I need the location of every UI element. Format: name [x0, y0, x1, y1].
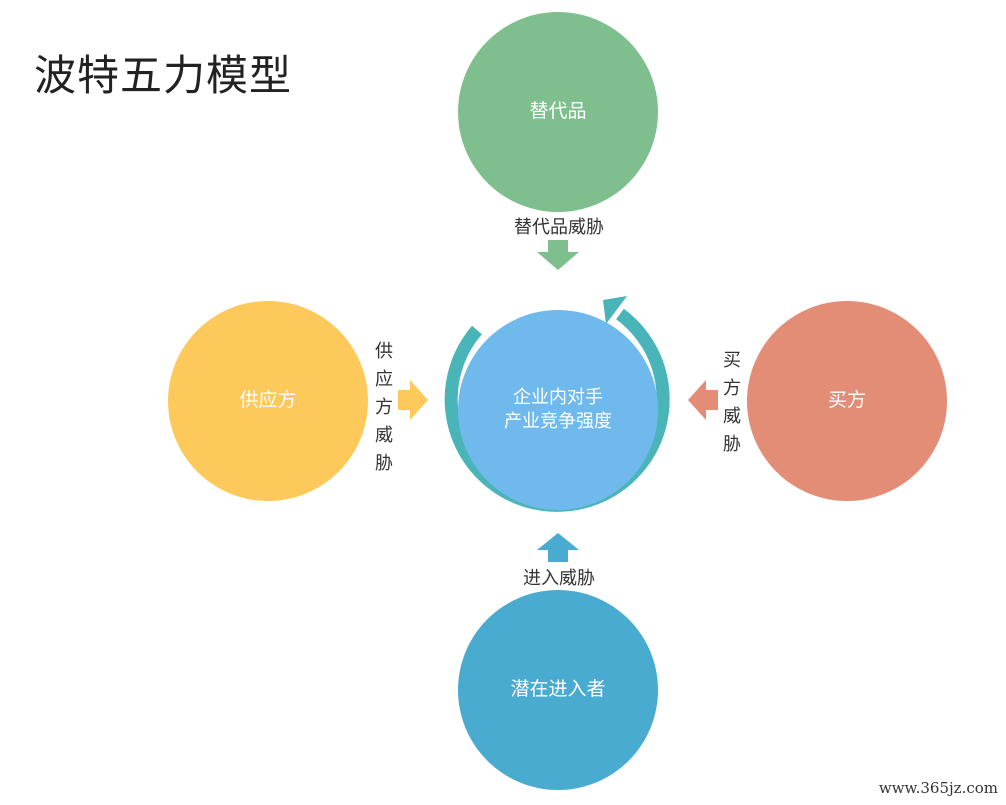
new-entrants-label: 潜在进入者 [510, 678, 606, 701]
rivalry-label-line2: 产业竞争强度 [504, 411, 612, 432]
new-entrants-circle: 潜在进入者 [458, 590, 658, 790]
watermark: www.365jz.com [878, 779, 998, 797]
entry-threat-label: 进入威胁 [523, 568, 595, 589]
supplier-threat-label: 供应方威胁 [375, 341, 393, 474]
substitutes-label: 替代品 [529, 100, 587, 123]
page-title: 波特五力模型 [34, 51, 293, 100]
rivalry-label-line1: 企业内对手 [513, 386, 603, 408]
suppliers-label: 供应方 [239, 389, 297, 412]
buyers-circle: 买方 [747, 301, 947, 501]
suppliers-circle: 供应方 [168, 301, 368, 501]
substitute-threat-arrow-icon [537, 240, 579, 270]
supplier-threat-arrow-icon [398, 380, 428, 420]
buyer-threat-label: 买方威胁 [723, 350, 741, 455]
buyer-threat-arrow-icon [688, 380, 718, 420]
substitutes-circle: 替代品 [458, 12, 658, 212]
entry-threat-arrow-icon [537, 533, 579, 562]
substitute-threat-label: 替代品威胁 [514, 217, 604, 238]
buyers-label: 买方 [827, 389, 866, 412]
industry-rivalry-circle: 企业内对手 产业竞争强度 [458, 310, 658, 510]
